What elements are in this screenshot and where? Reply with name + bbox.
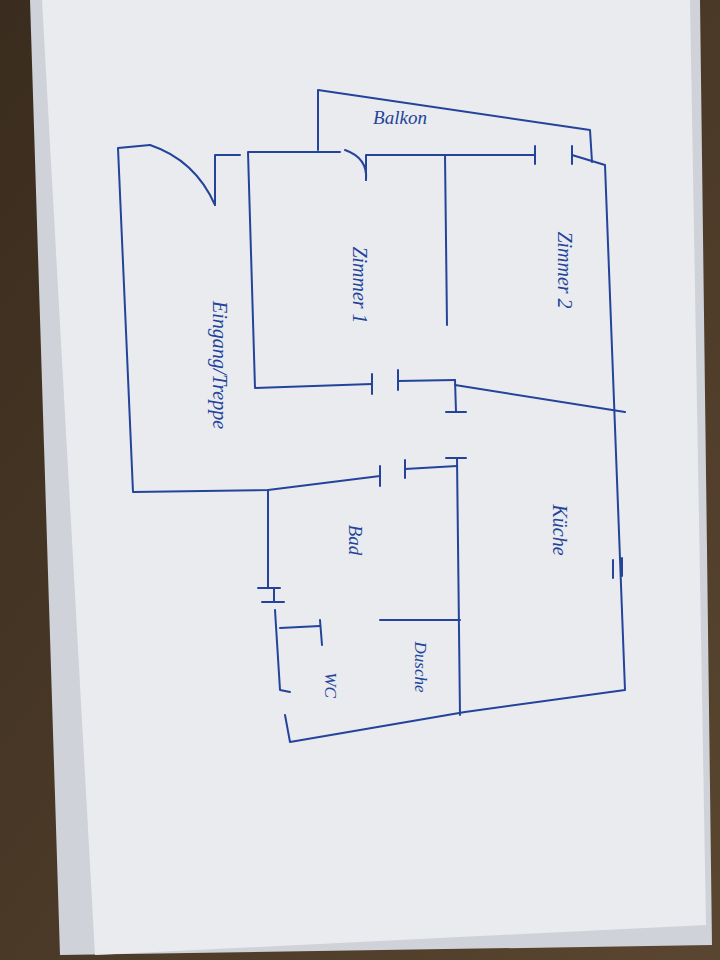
- room-label: Küche: [549, 504, 571, 555]
- window-mark: [534, 146, 536, 164]
- door-arc: [150, 145, 215, 205]
- under-sheet: [30, 0, 712, 955]
- room-wall: [457, 458, 460, 715]
- room-label: Eingang/Treppe: [209, 301, 231, 429]
- room-wall: [280, 626, 320, 628]
- room-area: Zimmer 1: [330, 200, 390, 370]
- room-area: BadDuscheWC: [270, 470, 460, 740]
- room-wall: [366, 155, 535, 180]
- window-mark: [612, 560, 614, 578]
- door-mark: [446, 411, 466, 413]
- window-mark: [621, 558, 623, 576]
- room-label: Bad: [345, 525, 366, 556]
- room-label: WC: [321, 672, 340, 698]
- door-mark: [273, 588, 275, 602]
- door-mark: [371, 374, 373, 394]
- room-area: Balkon: [330, 100, 550, 140]
- room-wall: [398, 380, 455, 381]
- room-wall: [455, 380, 456, 412]
- entry-wall: [118, 145, 380, 492]
- walls: [118, 90, 625, 742]
- balcony-outline: [318, 90, 592, 162]
- door-arc: [345, 150, 366, 180]
- room-area: WC: [310, 650, 350, 710]
- paper-sheet: [42, 0, 706, 955]
- room-wall: [275, 610, 290, 692]
- room-wall: [455, 385, 625, 412]
- room-wall: [320, 620, 322, 645]
- room-area: Küche: [530, 460, 600, 600]
- room-label: Dusche: [411, 642, 430, 693]
- room-area: Dusche: [400, 625, 450, 705]
- room-label: Zimmer 2: [554, 231, 576, 308]
- room-wall: [248, 152, 372, 388]
- outer-wall: [285, 155, 625, 742]
- room-area: Zimmer 2: [530, 190, 600, 360]
- room-label: Zimmer 1: [349, 246, 371, 323]
- room-wall: [267, 490, 269, 588]
- door-mark: [258, 587, 280, 589]
- room-area: Eingang/Treppe: [190, 250, 245, 480]
- room-wall: [405, 466, 457, 469]
- door-mark: [379, 466, 381, 486]
- room-label: Balkon: [373, 108, 427, 129]
- shower-wall: [380, 619, 460, 621]
- door-jamb: [215, 155, 240, 205]
- room-wall: [445, 155, 447, 325]
